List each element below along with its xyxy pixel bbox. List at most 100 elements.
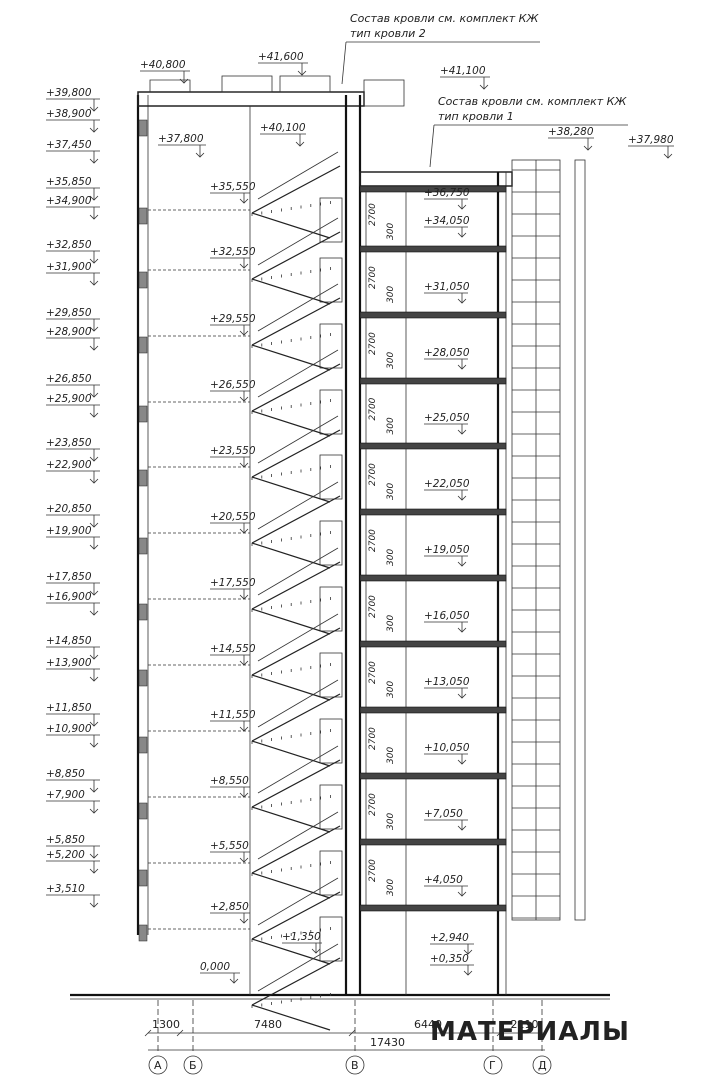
left-mark-17: +16,900 [46,591,92,603]
roof-note-2-line1: Состав кровли см. комплект КЖ [438,95,627,108]
handrail-12 [257,877,339,926]
core-door-10 [319,784,343,830]
top-mark-4: +37,800 [158,133,204,145]
core-door-6 [319,520,343,566]
top-mark-5-arrow [295,141,305,147]
core-door-3 [319,323,343,369]
left-window-12 [138,869,148,887]
left-mark-3-arrow [89,158,99,164]
stair-flight-down-9 [251,740,331,767]
left-mark-26-arrow [89,902,99,908]
left-mark-5-arrow [89,214,99,220]
left-window-10 [138,736,148,754]
top-mark-4-arrow [195,152,205,158]
left-mark-14-arrow [89,522,99,528]
stair-steps-4 [251,399,331,414]
dim-span-1: 1300 [152,1018,180,1031]
roof-note-2-line2: тип кровли 1 [438,110,514,123]
left-mark-7: +31,900 [46,261,92,273]
floor-mark-14: +0,350 [430,953,469,965]
stair-steps-8 [251,663,331,678]
left-window-13 [138,924,148,942]
handrail-1 [257,151,339,200]
stair-mark-4: +26,550 [210,379,256,391]
stair-mark-11-arrow [239,857,249,863]
left-mark-18: +14,850 [46,635,92,647]
left-mark-21: +10,900 [46,723,92,735]
left-mark-13-arrow [89,478,99,484]
slab-thickness-9: 300 [386,747,396,764]
stair-flight-up-13 [251,957,341,1006]
left-mark-7-arrow [89,280,99,286]
stair-steps-10 [251,795,331,810]
stair-flight-up-8 [251,627,341,676]
left-mark-5: +34,900 [46,195,92,207]
floor-slab-8 [359,640,507,648]
stair-mark-7-arrow [239,594,249,600]
left-mark-2-arrow [89,127,99,133]
core-door-5 [319,454,343,500]
left-mark-24: +5,850 [46,834,85,846]
left-wall-windows [138,119,148,942]
left-mark-3: +37,450 [46,139,92,151]
axis-bubble-1 [148,1055,168,1075]
slab-thickness-3: 300 [386,352,396,369]
left-window-6 [138,469,148,487]
top-mark-6-arrow [583,145,593,151]
left-mark-16: +17,850 [46,571,92,583]
left-window-4 [138,336,148,354]
left-mark-4: +35,850 [46,176,92,188]
left-window-8 [138,603,148,621]
left-window-7 [138,537,148,555]
stair-mark-6-arrow [239,528,249,534]
handrail-4 [257,349,339,398]
stair-steps-6 [251,531,331,546]
storey-height-7: 2700 [368,595,378,618]
floor-mark-6: +22,050 [424,478,470,490]
floor-mark-13: +2,940 [430,932,469,944]
floor-slab-1 [359,185,507,193]
stair-flight-up-10 [251,759,341,808]
left-window-3 [138,271,148,289]
stair-flight-up-7 [251,561,341,610]
floor-mark-8: +16,050 [424,610,470,622]
axis-bubble-2 [183,1055,203,1075]
floor-mark-1: +36,750 [424,187,470,199]
slab-thickness-2: 300 [386,286,396,303]
storey-height-11: 2700 [368,859,378,882]
left-mark-21-arrow [89,742,99,748]
axis-bubble-3 [345,1055,365,1075]
floor-mark-14-arrow [463,970,473,976]
left-mark-10-arrow [89,392,99,398]
storey-height-5: 2700 [368,463,378,486]
left-mark-9-arrow [89,345,99,351]
stair-mark-11: +5,550 [210,840,249,852]
stair-mark-13-arrow [311,948,321,954]
dim-span-2: 7480 [254,1018,282,1031]
stair-flight-down-3 [251,344,331,371]
stair-steps-2 [251,267,331,282]
left-mark-26: +3,510 [46,883,85,895]
core-door-9 [319,718,343,764]
floor-mark-2-arrow [457,232,467,238]
handrail-3 [257,283,339,332]
stair-mark-3-arrow [239,330,249,336]
dim-total: 17430 [370,1036,405,1049]
stair-flight-up-4 [251,363,341,412]
left-mark-17-arrow [89,610,99,616]
core-door-2 [319,257,343,303]
slab-thickness-10: 300 [386,813,396,830]
floor-mark-11-arrow [457,825,467,831]
top-mark-6: +38,280 [548,126,594,138]
left-mark-6: +32,850 [46,239,92,251]
handrail-7 [257,547,339,596]
stair-flight-down-4 [251,410,331,437]
stair-flight-down-13 [251,1004,331,1031]
floor-slab-3 [359,311,507,319]
floor-mark-1-arrow [457,204,467,210]
stair-mark-8-arrow [239,660,249,666]
core-door-4 [319,389,343,435]
storey-height-10: 2700 [368,793,378,816]
stair-flight-up-11 [251,825,341,874]
